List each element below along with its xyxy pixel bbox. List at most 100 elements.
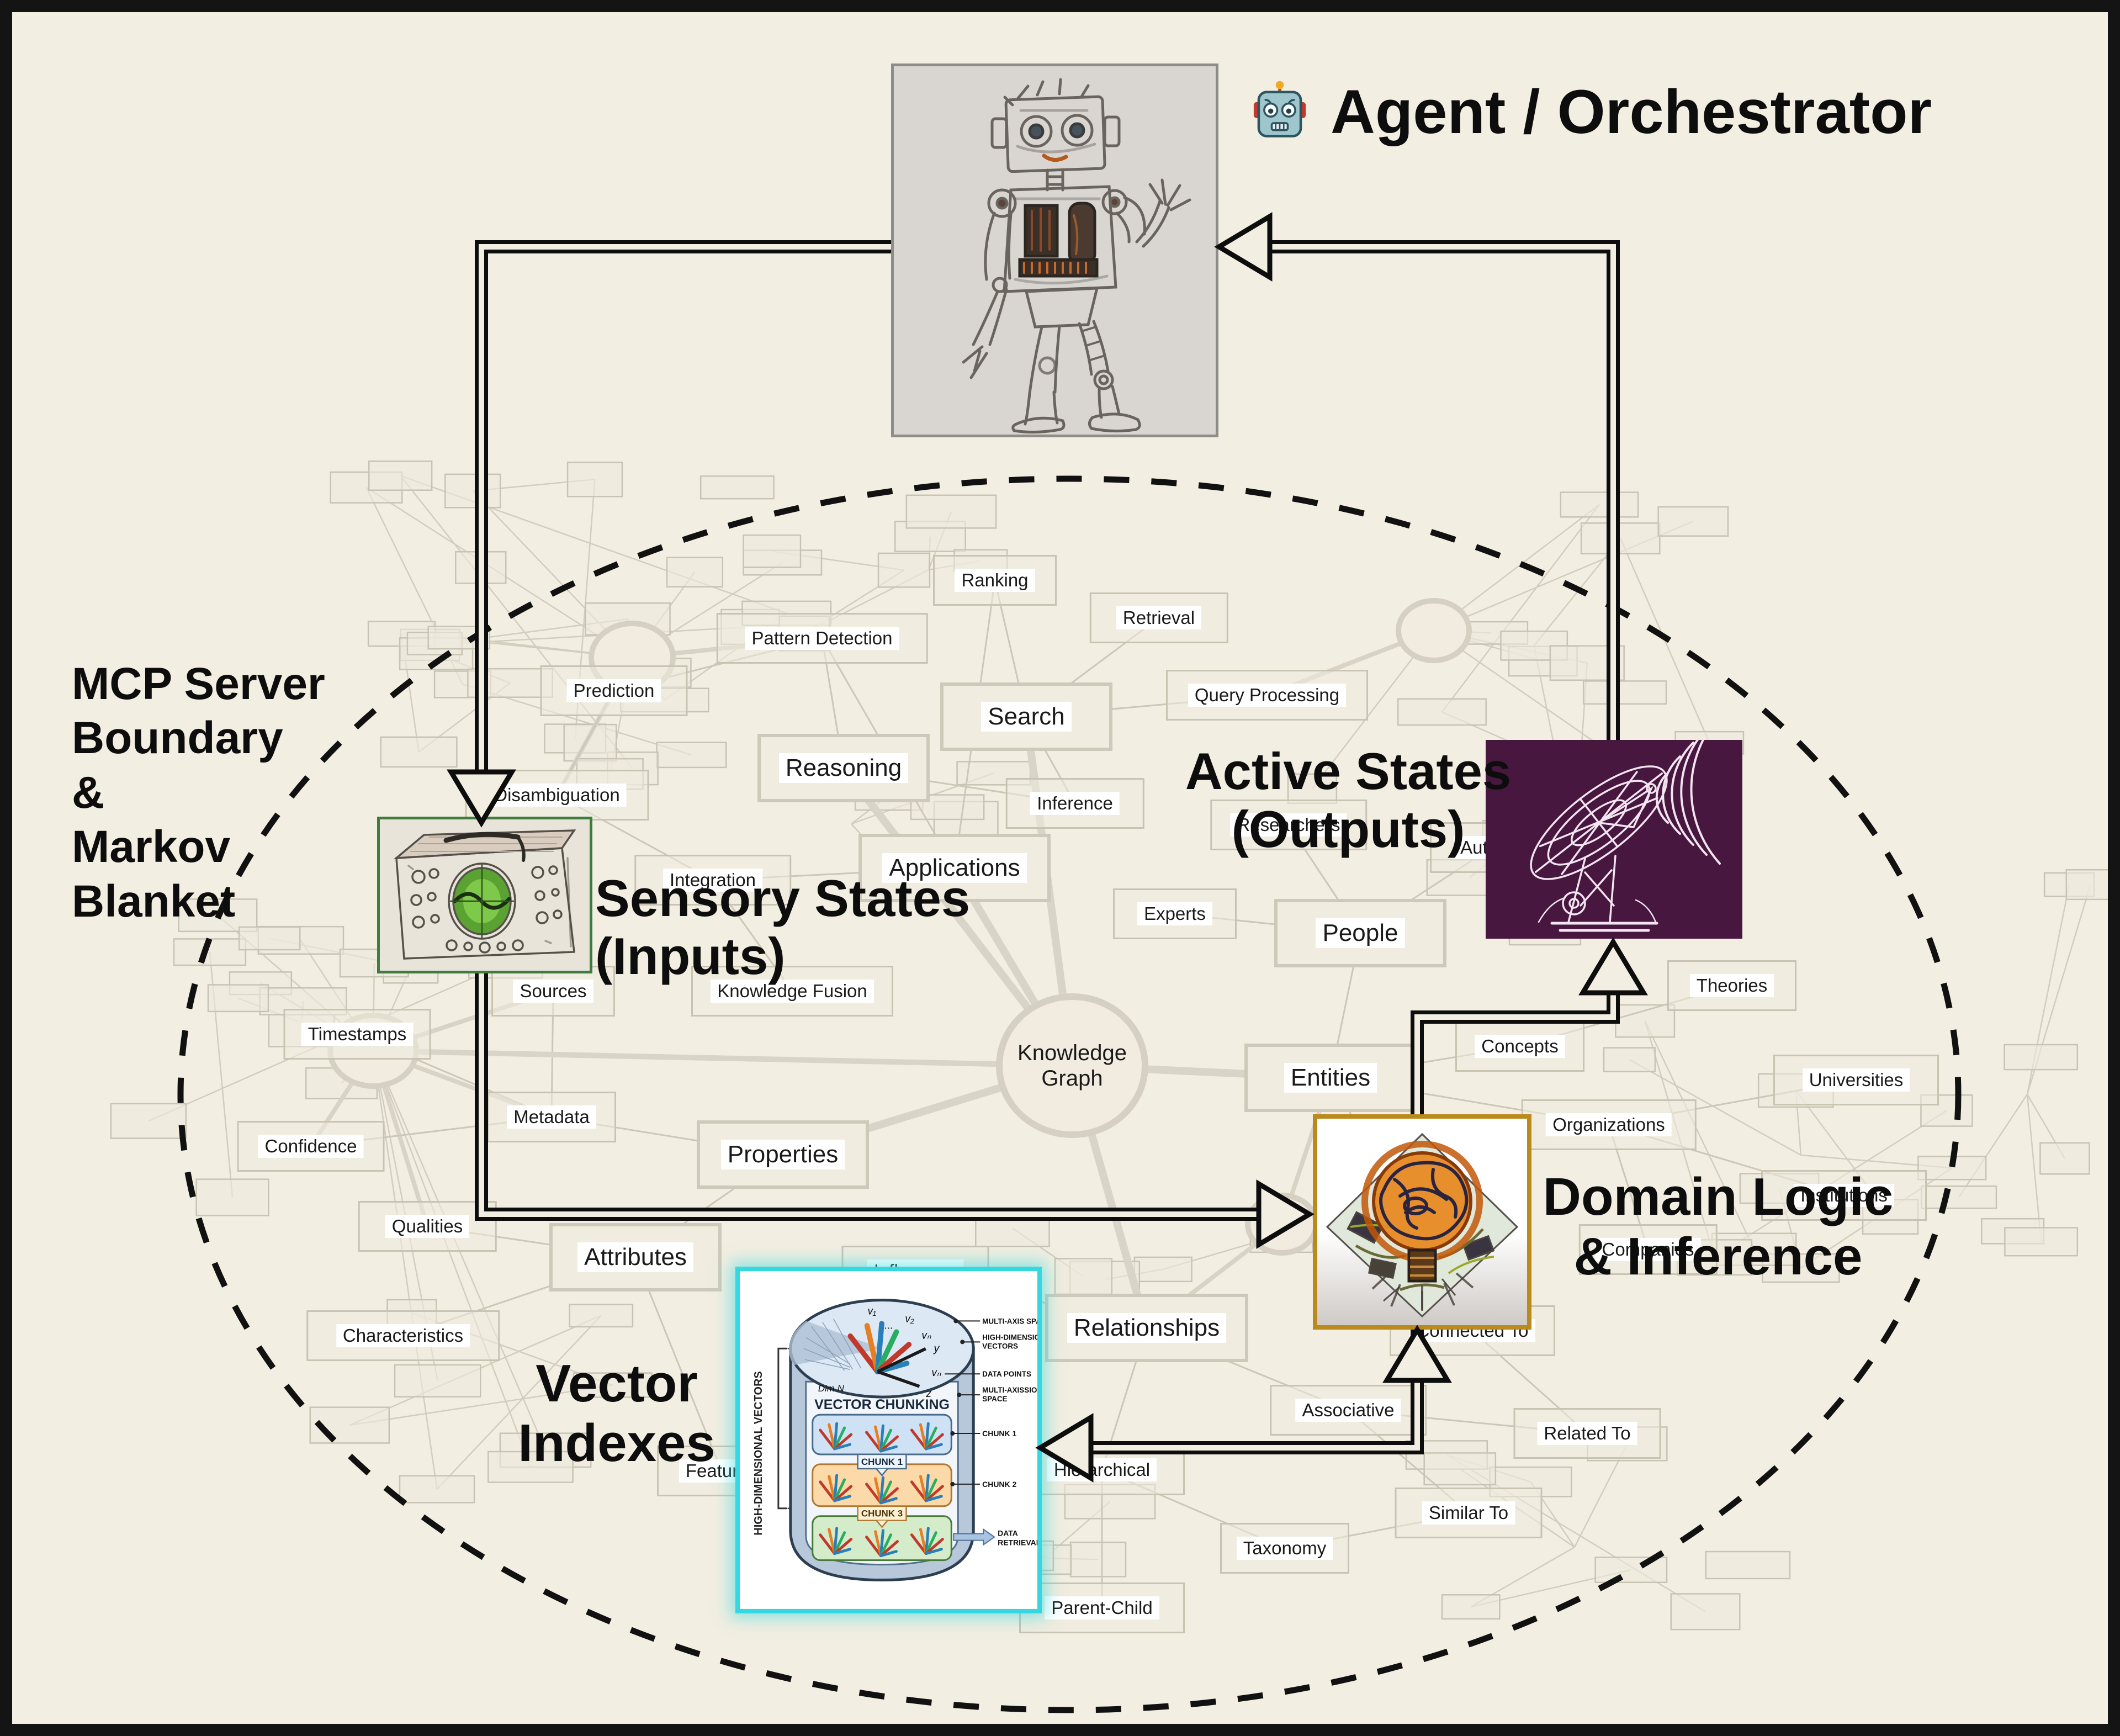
callout-chunk1: CHUNK 1 bbox=[982, 1429, 1016, 1438]
arrowhead-layer bbox=[447, 212, 1648, 1483]
graph-node-label: Query Processing bbox=[1188, 684, 1347, 707]
mcp-line-5: Blanket bbox=[72, 876, 236, 927]
graph-node-applications: Applications bbox=[858, 834, 1051, 902]
axis-v1: v₁ bbox=[868, 1305, 876, 1317]
chunk-tag-1: CHUNK 1 bbox=[861, 1457, 903, 1467]
callout-retrieval-1: DATA bbox=[998, 1529, 1018, 1538]
brain-lightbulb-sketch-image bbox=[1313, 1114, 1531, 1330]
graph-node-label: Concepts bbox=[1475, 1035, 1565, 1058]
graph-node-label: Institutions bbox=[1794, 1184, 1894, 1207]
domain-logic-label: Domain Logic & Inference bbox=[1541, 1167, 1895, 1286]
graph-node-sources: Sources bbox=[491, 966, 615, 1017]
sensory-states-label: Sensory States (Inputs) bbox=[595, 869, 970, 986]
arrow-into-domain-bottom bbox=[1382, 1325, 1452, 1383]
graph-node-label: Search bbox=[981, 702, 1072, 732]
graph-node-entities: Entities bbox=[1244, 1044, 1417, 1112]
graph-node-label: Ranking bbox=[955, 569, 1035, 592]
graph-node-label: Confidence bbox=[258, 1135, 364, 1158]
arrow-into-active bbox=[1578, 937, 1648, 996]
graph-node-label: Companies bbox=[1595, 1238, 1701, 1261]
graph-node-label: Retrieval bbox=[1116, 606, 1202, 629]
robot-sketch-image bbox=[891, 63, 1218, 437]
graph-node-confidence: Confidence bbox=[237, 1121, 385, 1172]
domain-line-1: Domain Logic bbox=[1543, 1167, 1894, 1226]
active-line-1: Active States bbox=[1185, 742, 1512, 800]
sensory-line-1: Sensory States bbox=[595, 869, 971, 927]
callout-mas-1: MULTI-AXISSIONAL bbox=[982, 1386, 1037, 1394]
graph-node-label: Attributes bbox=[577, 1242, 693, 1272]
graph-node-label: Related To bbox=[1537, 1422, 1637, 1445]
agent-orchestrator-title: Agent / Orchestrator bbox=[1248, 77, 1932, 146]
graph-node-prediction: Prediction bbox=[540, 665, 688, 716]
callout-hdv-2: VECTORS bbox=[982, 1342, 1018, 1350]
axis-y: y bbox=[932, 1342, 940, 1354]
graph-node-characteristics: Characteristics bbox=[306, 1310, 500, 1361]
graph-node-label: Applications bbox=[882, 853, 1027, 883]
graph-node-label: Relationships bbox=[1067, 1313, 1227, 1343]
graph-node-label: Timestamps bbox=[301, 1023, 414, 1046]
sensory-line-2: (Inputs) bbox=[595, 927, 786, 986]
graph-node-label: Experts bbox=[1137, 902, 1212, 925]
graph-node-metadata: Metadata bbox=[487, 1092, 616, 1142]
mcp-line-1: MCP Server bbox=[72, 659, 325, 709]
vec-title: VECTOR CHUNKING bbox=[814, 1397, 950, 1412]
vector-indexes-label: Vector Indexes bbox=[509, 1354, 724, 1473]
graph-node-label: Metadata bbox=[507, 1105, 596, 1129]
vec-side-label: HIGH-DIMENSIONAL VECTORS bbox=[752, 1371, 765, 1535]
agent-title-text: Agent / Orchestrator bbox=[1331, 77, 1932, 146]
graph-node-qualities: Qualities bbox=[358, 1201, 497, 1252]
graph-node-retrieval: Retrieval bbox=[1089, 592, 1228, 643]
graph-node-companies: Companies bbox=[1578, 1224, 1718, 1275]
graph-node-label: Associative bbox=[1295, 1399, 1401, 1422]
active-states-label: Active States (Outputs) bbox=[1183, 742, 1514, 859]
mcp-line-3: & bbox=[72, 767, 105, 818]
graph-node-attributes: Attributes bbox=[549, 1223, 722, 1292]
graph-node-organizations: Organizations bbox=[1521, 1099, 1697, 1150]
chunk-tag-2: CHUNK 3 bbox=[861, 1509, 903, 1519]
callout-data-points: DATA POINTS bbox=[982, 1370, 1031, 1378]
axis-vn: vₙ bbox=[921, 1330, 931, 1341]
hub-label-line2: Graph bbox=[1041, 1066, 1103, 1091]
graph-node-label: Integration bbox=[663, 869, 762, 892]
graph-node-concepts: Concepts bbox=[1455, 1021, 1584, 1072]
mcp-boundary-ellipse bbox=[177, 475, 1962, 1713]
callout-hdv-1: HIGH-DIMENSIONAL bbox=[982, 1333, 1037, 1341]
graph-node-parent-child: Parent-Child bbox=[1019, 1582, 1185, 1633]
graph-node-integration: Integration bbox=[634, 855, 791, 906]
graph-node-people: People bbox=[1274, 899, 1446, 967]
graph-node-label: Taxonomy bbox=[1236, 1537, 1333, 1560]
graph-node-reasoning: Reasoning bbox=[757, 734, 930, 802]
graph-node-label: Parent-Child bbox=[1045, 1596, 1159, 1619]
active-line-2: (Outputs) bbox=[1231, 800, 1465, 859]
axis-dots: ... bbox=[884, 1320, 893, 1331]
arrow-into-vector bbox=[1035, 1413, 1094, 1483]
graph-node-label: Organizations bbox=[1546, 1113, 1672, 1136]
graph-node-label: Sources bbox=[513, 980, 593, 1003]
graph-node-pattern-detection: Pattern Detection bbox=[716, 613, 928, 664]
graph-node-universities: Universities bbox=[1773, 1055, 1939, 1105]
graph-node-associative: Associative bbox=[1270, 1385, 1427, 1436]
graph-node-timestamps: Timestamps bbox=[283, 1009, 431, 1060]
graph-node-knowledge-fusion: Knowledge Fusion bbox=[691, 966, 893, 1017]
graph-node-label: Researchers bbox=[1230, 813, 1347, 837]
graph-node-query-processing: Query Processing bbox=[1166, 670, 1368, 721]
vector-chunking-image: HIGH-DIMENSIONAL VECTORS v₁ v₂ ... vₙ y … bbox=[735, 1267, 1042, 1613]
graph-node-experts: Experts bbox=[1113, 888, 1237, 939]
graph-node-related-to: Related To bbox=[1513, 1408, 1661, 1459]
axis-dim: Dim N bbox=[818, 1383, 845, 1394]
graph-node-label: Entities bbox=[1284, 1063, 1377, 1093]
hub-label-line1: Knowledge bbox=[1017, 1041, 1127, 1065]
graph-node-label: Properties bbox=[720, 1140, 845, 1169]
oscilloscope-sketch-image bbox=[377, 817, 592, 973]
graph-node-ranking: Ranking bbox=[933, 555, 1057, 606]
graph-node-label: Qualities bbox=[385, 1215, 470, 1238]
graph-node-theories: Theories bbox=[1667, 960, 1796, 1011]
callout-chunk2: CHUNK 2 bbox=[982, 1480, 1016, 1489]
axis-v2: v₂ bbox=[905, 1313, 914, 1325]
callout-retrieval-2: RETRIEVAL bbox=[998, 1538, 1037, 1547]
arrow-into-agent bbox=[1214, 212, 1273, 282]
graph-node-search: Search bbox=[940, 682, 1112, 751]
connector-layer bbox=[177, 240, 1962, 1713]
axis-vn2: vₙ bbox=[931, 1367, 941, 1379]
